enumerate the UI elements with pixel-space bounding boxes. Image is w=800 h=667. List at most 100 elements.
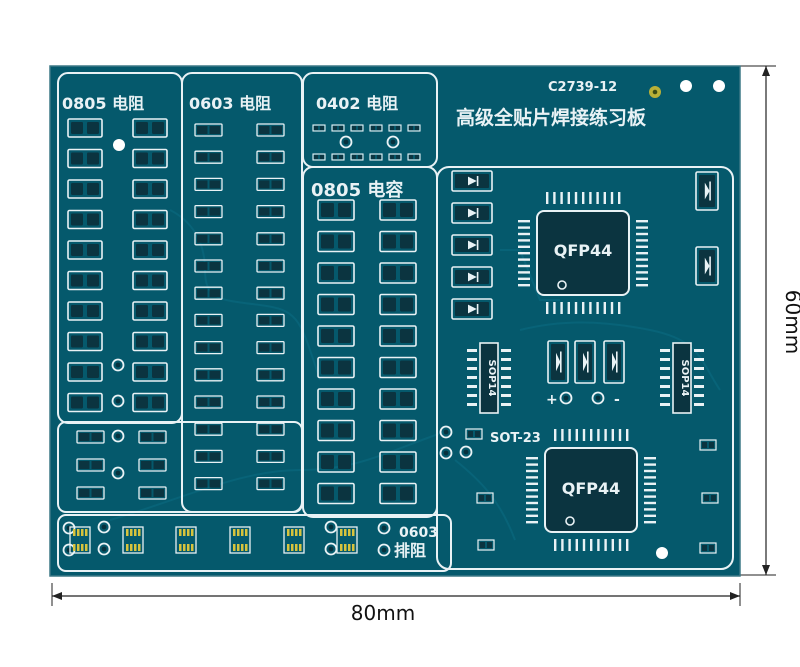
cap0805-left-4-pad-left [321,329,334,343]
resistor-array-1-pin-top-3 [138,529,141,536]
qfp-upper-right-pin-6 [636,258,648,261]
res0603-left-3-pad-left [197,207,208,216]
lower-left-res-left-1 [76,458,105,472]
qfp-lower-right-pin-5 [644,489,656,492]
qfp-upper-top-pin-2 [560,192,563,204]
height-dimension: 60mm [740,65,800,576]
resistor-array-0-pin-top-1 [77,529,80,536]
sop14-right-right-pin-1 [694,358,704,361]
res0805-left-7 [67,331,103,352]
height-label: 60mm [781,290,800,354]
res0603-right-3-pad-right [271,207,282,216]
sop14-left-left-pin-3 [467,376,477,379]
sop14-left-right-pin-0 [501,349,511,352]
res0603-right-5-pad-right [271,262,282,270]
res0805-right-8-pad-right [152,366,164,378]
sop14-left-left-pin-0 [467,349,477,352]
resistor-array-0 [69,526,91,554]
lower-left-res-right-2-pad-left [141,489,152,497]
resistor-array-1-pin-top-1 [130,529,133,536]
cap0805-right-1-pad-left [383,234,396,249]
qfp-lower-left-pin-1 [526,463,538,466]
qfp-upper-right-pin-8 [636,271,648,274]
sop14-right-left-pin-5 [660,394,670,397]
sot23-1 [699,439,717,451]
cap0805-left-2-pad-left [321,266,334,280]
qfp-upper-bottom-pin-1 [553,302,556,314]
cap0805-left-2 [317,262,355,284]
res0805-left-3 [67,209,103,230]
res0603-right-4-pad-right [271,234,282,243]
cap0805-right-4 [379,325,417,347]
res0805-right-6-pad-left [136,305,148,317]
qfp-lower-label: QFP44 [562,479,621,498]
qfp-upper-right-pin-0 [636,220,648,223]
via-12-center [443,429,449,435]
resistor-array-2-pin-bottom-1 [183,544,186,551]
via-3-center [115,470,121,476]
res0603-left-1 [194,150,223,164]
sop14-right-left-pin-0 [660,349,670,352]
res0603-right-1 [256,150,285,164]
diode-left-2 [451,234,493,256]
sot23-pad-2-1 [709,442,714,448]
diode-center-3-arrow [612,352,617,372]
via-11-center [381,547,387,553]
qfp-upper-left-pin-7 [518,264,530,268]
res0805-left-3-pad-left [71,213,83,226]
via-15 [559,391,573,405]
lower-left-res-left-0 [76,430,105,444]
res0603-right-7 [256,313,285,328]
res0603-left-10 [194,395,223,409]
mounting-holes [113,80,725,559]
qfp-lower-top-pin-8 [611,429,614,441]
res0402-top-0 [312,124,326,132]
qfp-upper-top-pin-10 [618,192,621,204]
res0603-left-1-pad-left [197,153,208,162]
res0805-left-1-pad-right [87,152,99,165]
qfp-upper-top-pin-4 [574,192,578,204]
res0402-top-2 [350,124,364,132]
resistor-array-2 [175,526,197,554]
diode-left-4-arrow [468,304,477,314]
diode-center-2 [574,340,596,384]
via-1-center [115,398,121,404]
sop14-right-right-pin-5 [694,394,704,397]
via-0 [111,358,125,372]
resistor-array-0-pin-bottom-2 [81,544,84,551]
qfp-upper-bottom-pin-5 [582,302,585,314]
qfp-upper-left-pin-9 [518,277,530,280]
res0402-top-pad-right-4 [396,126,400,130]
label-0603-resistor: 0603 电阻 [189,94,271,113]
cap0805-right-5 [379,356,417,379]
res0603-left-4 [194,232,223,246]
res0805-right-7-pad-right [152,335,164,348]
cap0805-left-0-pad-left [321,203,334,217]
diode-center-1-arrow [556,352,561,372]
res0603-left-4-pad-left [197,234,208,243]
qfp-lower-left-pin-3 [526,476,538,479]
res0805-left-2 [67,179,103,199]
resistor-array-3-pin-top-1 [237,529,240,536]
sot23-pad-1-4 [480,542,485,548]
res0603-right-10-pad-right [271,398,282,406]
res0805-left-9 [67,392,103,413]
qfp-upper-bottom-pin-9 [610,302,614,314]
sop14-right-right-pin-6 [694,403,704,406]
sot23-4 [477,539,495,551]
cap0805-right-2 [379,262,417,284]
resistor-array-1-pin-top-2 [134,529,137,536]
via-13 [439,446,453,460]
resistor-array-0-pin-top-2 [81,529,84,536]
res0603-right-13-pad-right [271,479,282,488]
cap0805-right-9-pad-left [383,486,396,501]
cap0805-left-8 [317,451,355,473]
qfp-upper-left-pin-3 [518,239,530,242]
diode-left-3-arrow [468,272,477,282]
res0805-right-4 [132,240,168,260]
sot23-pad-2-0 [475,431,480,437]
res0603-left-2 [194,177,223,192]
res0805-left-9-pad-left [71,396,83,409]
lower-left-res-right-2-pad-right [153,489,164,497]
via-8-center [328,524,334,530]
